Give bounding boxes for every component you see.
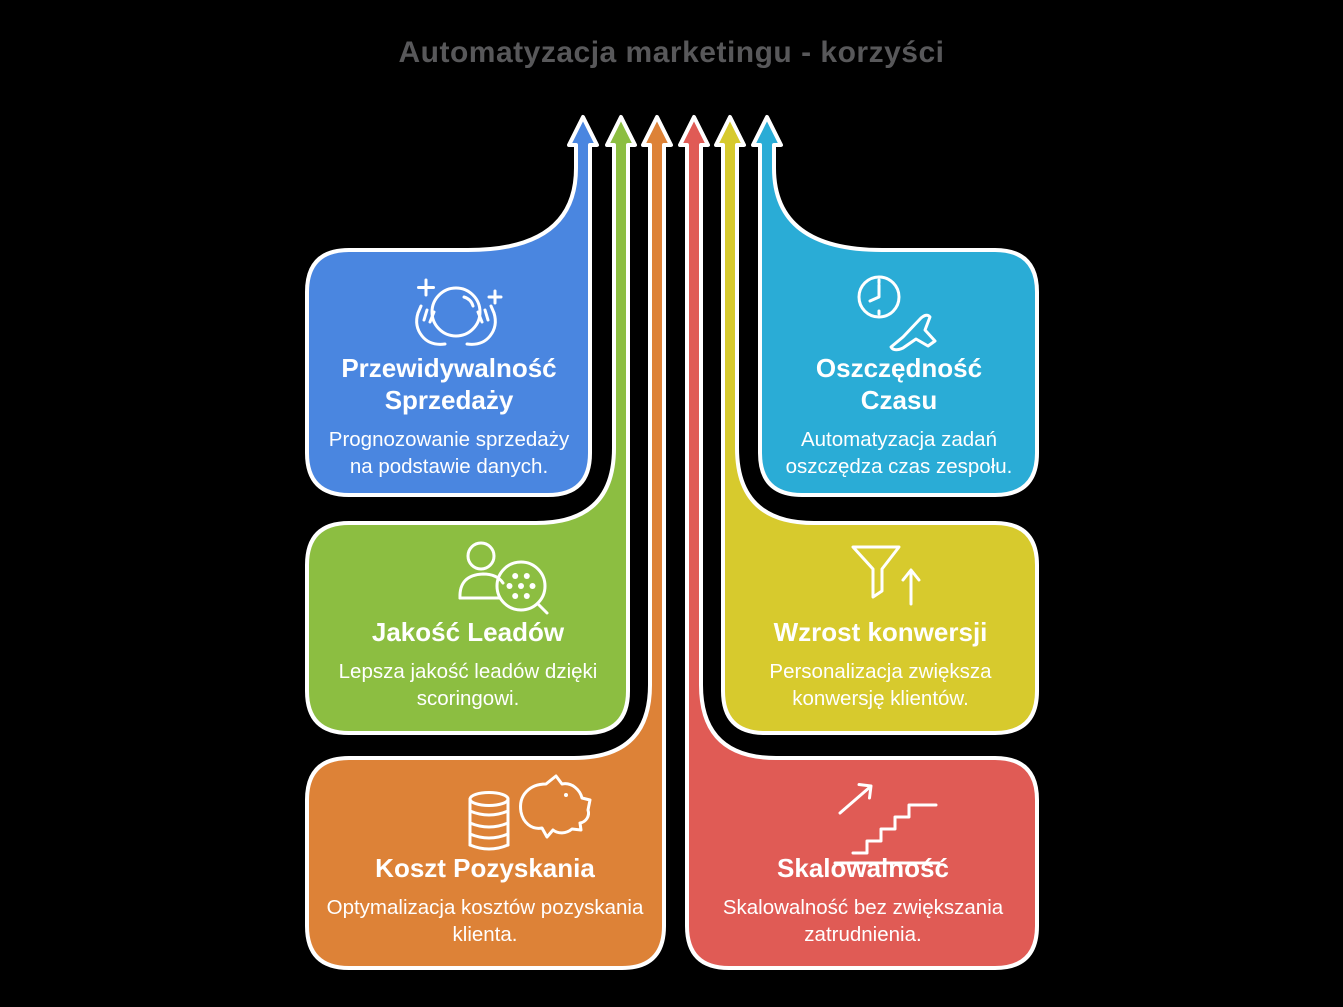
card-description: Optymalizacja kosztów pozyskania klienta…	[326, 896, 644, 946]
card-arrow-shape-przewidywalnosc	[305, 115, 599, 497]
card-skalowalnosc: Skalowalność Skalowalność bez zwiększani…	[688, 852, 1038, 948]
card-title: Koszt Pozyskania	[375, 853, 595, 883]
card-description: Personalizacja zwiększa konwersję klient…	[769, 660, 992, 710]
card-description: Lepsza jakość leadów dzięki scoringowi.	[338, 660, 598, 710]
card-wzrost-konwersji: Wzrost konwersji Personalizacja zwiększa…	[723, 616, 1038, 712]
page-title: Automatyzacja marketingu - korzyści	[398, 36, 945, 69]
card-title: Skalowalność	[777, 853, 949, 883]
clock-and-plane-icon	[857, 275, 937, 352]
card-arrow-shape-oszczednosc-czasu	[751, 115, 1039, 497]
card-description: Prognozowanie sprzedaży na podstawie dan…	[328, 428, 570, 478]
card-przewidywalnosc-sprzedazy: Przewidywalność Sprzedaży Prognozowanie …	[307, 352, 591, 480]
funnel-up-arrow-icon	[851, 545, 921, 606]
card-title: Jakość Leadów	[371, 617, 565, 647]
card-title: Przewidywalność Sprzedaży	[341, 353, 557, 415]
card-arrow-shape-jakosc-leadow	[305, 115, 637, 735]
card-arrow-shape-wzrost-konwersji	[714, 115, 1039, 735]
piggy-bank-coins-icon	[468, 774, 592, 851]
card-koszt-pozyskania: Koszt Pozyskania Optymalizacja kosztów p…	[307, 852, 663, 948]
crystal-ball-in-hands-icon	[415, 278, 503, 346]
card-description: Automatyzacja zadań oszczędza czas zespo…	[785, 428, 1013, 478]
card-title: Wzrost konwersji	[773, 617, 988, 647]
card-description: Skalowalność bez zwiększania zatrudnieni…	[722, 896, 1004, 946]
lead-scoring-magnifier-icon	[458, 541, 549, 615]
card-title: Oszczędność Czasu	[815, 353, 983, 415]
card-oszczednosc-czasu: Oszczędność Czasu Automatyzacja zadań os…	[760, 352, 1038, 480]
growth-stairs-icon	[833, 783, 941, 865]
card-jakosc-leadow: Jakość Leadów Lepsza jakość leadów dzięk…	[307, 616, 629, 712]
